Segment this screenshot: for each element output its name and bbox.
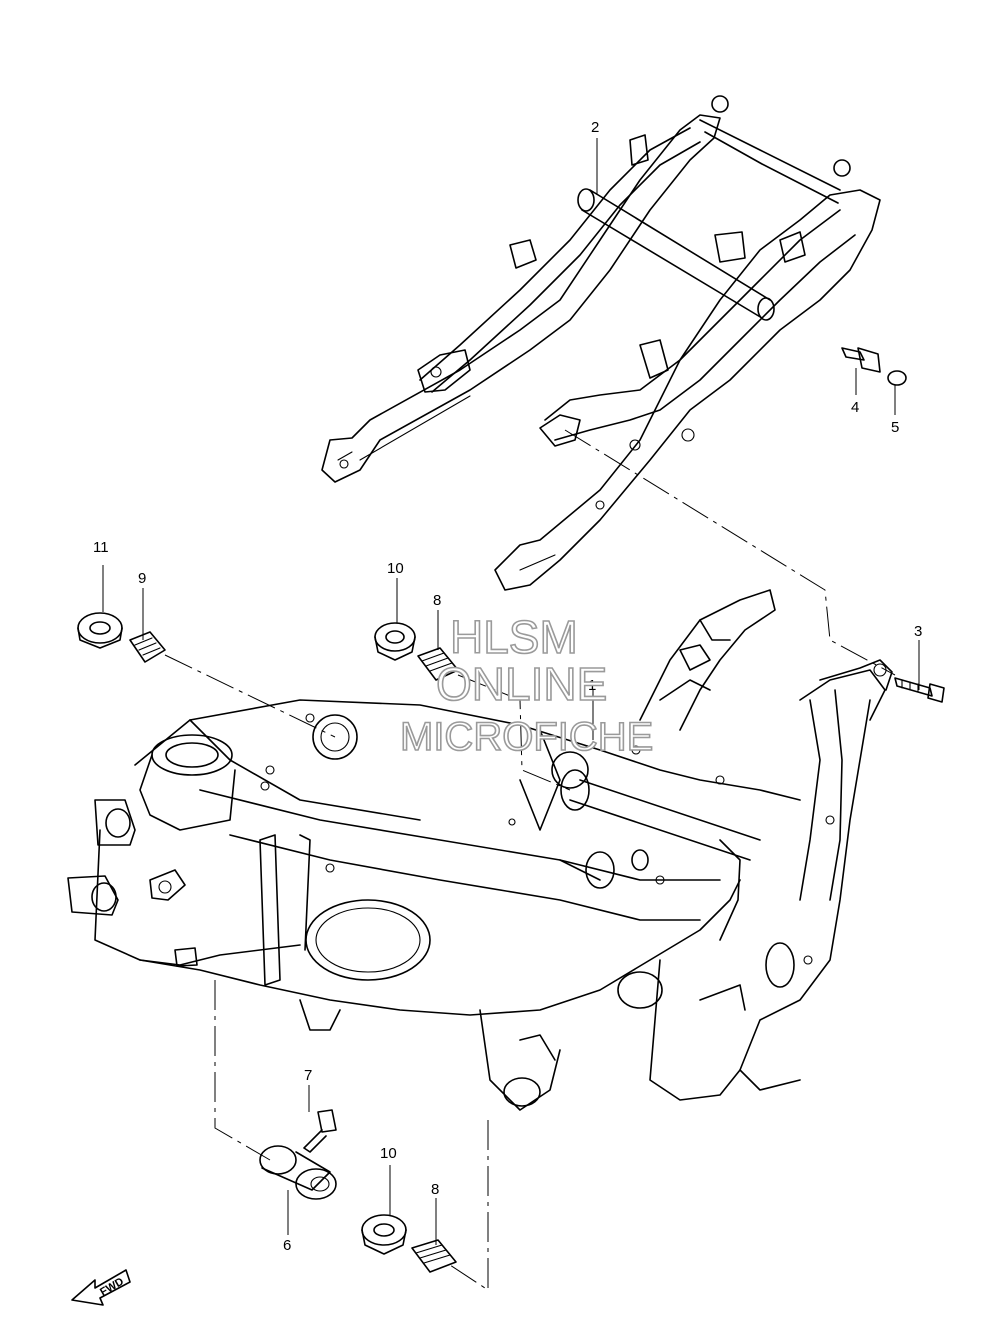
callout-10-bottom: 10 — [380, 1145, 397, 1162]
bolt-7 — [303, 1109, 337, 1153]
cap-5 — [887, 370, 907, 386]
spacer-8-bottom — [411, 1239, 457, 1273]
callout-6: 6 — [283, 1237, 291, 1254]
spacer-9 — [129, 631, 166, 663]
nut-11 — [77, 612, 123, 649]
collar-6 — [259, 1145, 337, 1200]
main-frame — [67, 589, 893, 1111]
fwd-arrow-label: FWD — [98, 1276, 126, 1299]
spacer-8-top — [417, 647, 459, 681]
bolt-3 — [894, 677, 945, 703]
nut-10-bottom — [361, 1214, 407, 1255]
leader-lines — [102, 138, 920, 1245]
callout-8-bottom: 8 — [431, 1181, 439, 1198]
callout-11: 11 — [93, 539, 109, 556]
callout-7: 7 — [304, 1067, 312, 1084]
watermark-line-3: MICROFICHE — [400, 715, 653, 759]
callout-4: 4 — [851, 399, 859, 416]
nut-10-top — [374, 622, 416, 661]
callout-8-top: 8 — [433, 592, 441, 609]
callout-2: 2 — [591, 119, 599, 136]
bolt-4 — [841, 347, 881, 373]
callout-5: 5 — [891, 419, 899, 436]
assembly-lines — [164, 429, 896, 1291]
callout-9: 9 — [138, 570, 146, 587]
callouts: 1 2 3 4 5 6 7 8 8 9 10 10 11 — [93, 119, 922, 1254]
callout-10-top: 10 — [387, 560, 404, 577]
watermark-line-2: ONLINE — [436, 658, 607, 710]
seat-rail — [321, 95, 881, 591]
fwd-arrow: FWD — [71, 1269, 131, 1306]
watermark-line-1: HLSM — [450, 611, 578, 663]
watermark: HLSM ONLINE MICROFICHE — [399, 610, 654, 760]
callout-3: 3 — [914, 623, 922, 640]
callout-1: 1 — [588, 677, 596, 694]
